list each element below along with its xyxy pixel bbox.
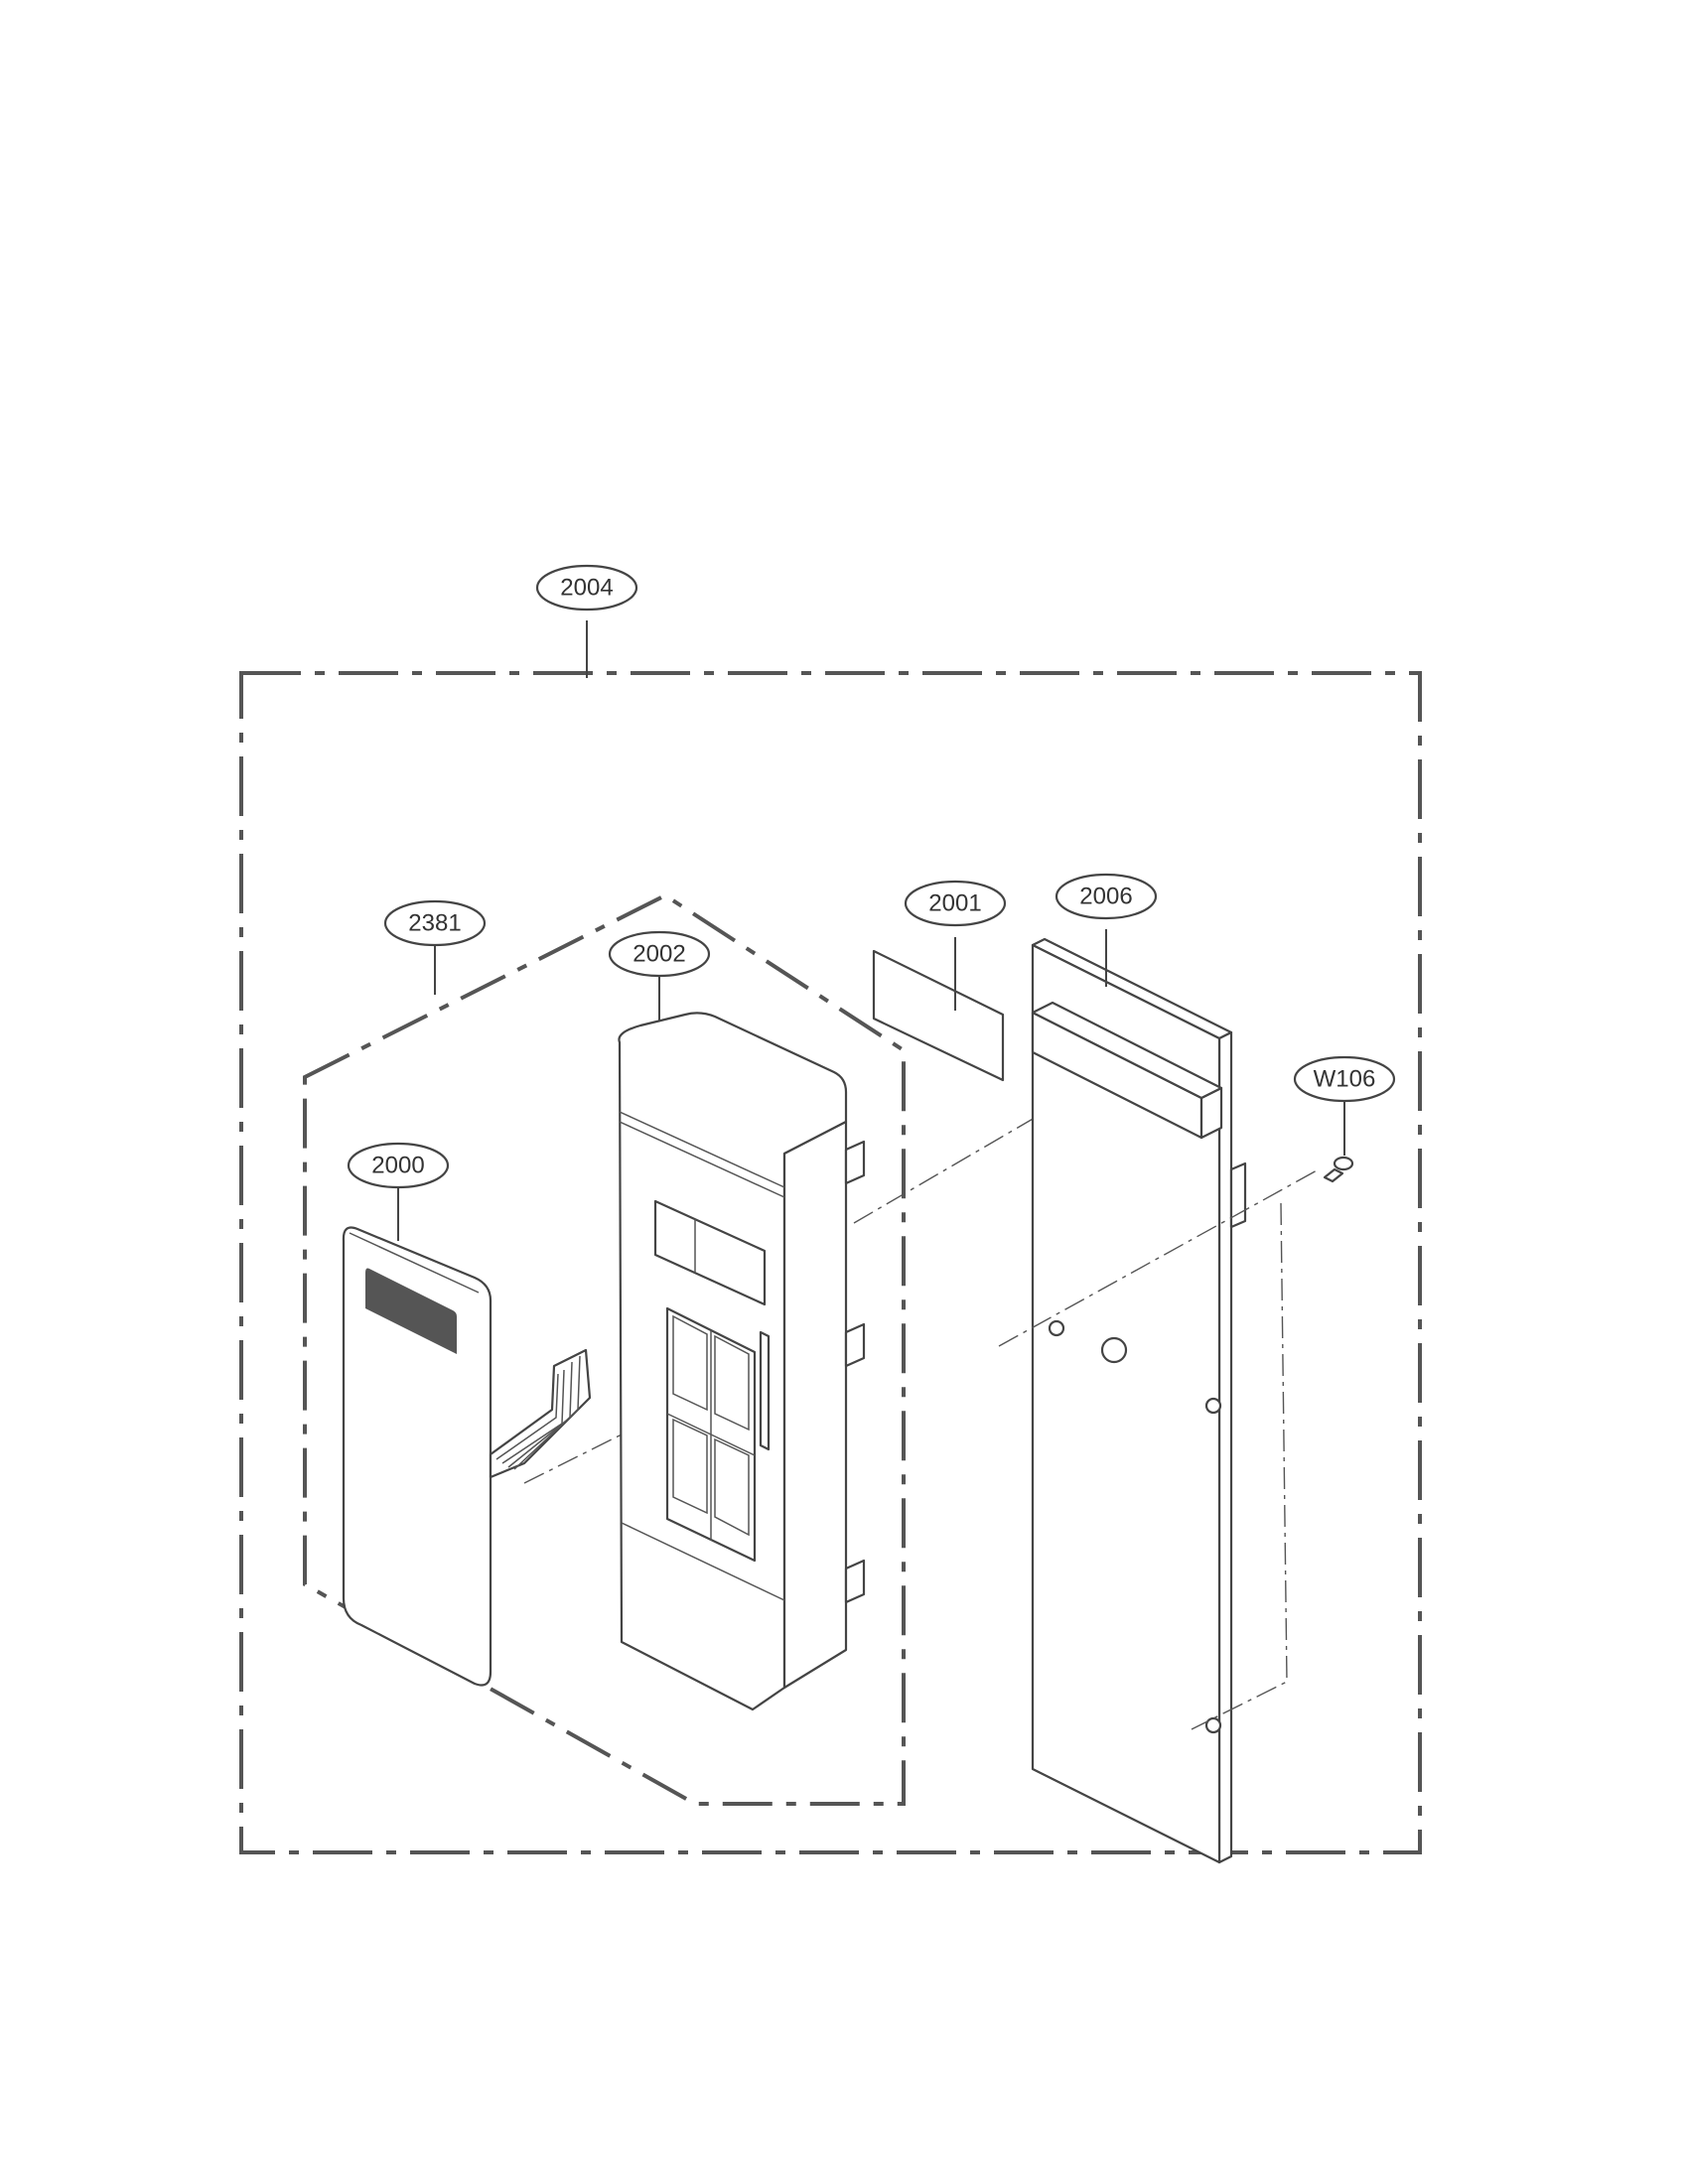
callout-2000: 2000 xyxy=(347,1142,450,1189)
callout-2004: 2004 xyxy=(535,564,638,612)
part-2006-pcb xyxy=(998,937,1320,1864)
part-2000-membrane-keypad xyxy=(342,1226,656,1687)
callout-2381-label: 2381 xyxy=(408,910,461,937)
keypad-grid xyxy=(665,1306,757,1563)
callout-2381: 2381 xyxy=(383,899,487,947)
callout-2000-label: 2000 xyxy=(371,1153,424,1179)
subassembly-boundary-2381 xyxy=(303,892,906,1806)
assembly-boundary-2004 xyxy=(239,671,1422,1854)
callout-w106: W106 xyxy=(1293,1055,1396,1103)
ribbon-cable xyxy=(489,1348,592,1479)
callout-2006: 2006 xyxy=(1055,873,1158,920)
callout-2002: 2002 xyxy=(608,930,711,978)
callout-2004-label: 2004 xyxy=(560,575,613,602)
part-2001-pad xyxy=(872,949,1005,1082)
callout-2002-label: 2002 xyxy=(633,941,685,968)
keypad-display-window xyxy=(365,1268,457,1354)
callout-2001: 2001 xyxy=(904,880,1007,927)
display-window xyxy=(653,1199,767,1306)
callout-w106-label: W106 xyxy=(1314,1066,1376,1093)
part-2002-control-panel xyxy=(618,1012,1083,1711)
callout-2001-label: 2001 xyxy=(928,890,981,917)
callout-2006-label: 2006 xyxy=(1079,884,1132,910)
part-w106-screw xyxy=(1323,1156,1354,1183)
